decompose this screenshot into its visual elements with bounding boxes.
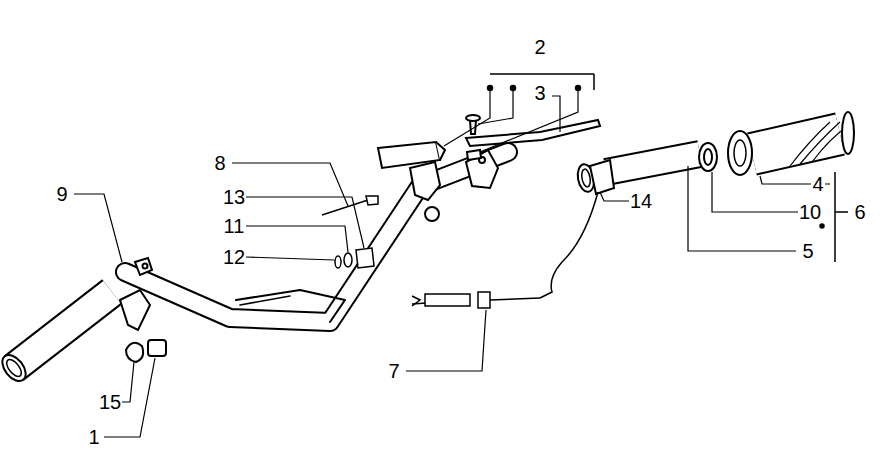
washer-nut [356, 248, 374, 268]
throttle-sleeve [606, 154, 700, 172]
throttle-cable [412, 292, 540, 308]
throttle-cable [540, 192, 598, 298]
right-grip [790, 122, 848, 166]
throttle-sleeve [576, 154, 700, 194]
left-switch-bracket [120, 258, 166, 362]
callout-number: 11 [223, 215, 246, 237]
leader-line [246, 226, 348, 252]
callout-number: 13 [222, 186, 246, 208]
leader-line [712, 172, 800, 212]
leader-line [444, 88, 490, 146]
right-grip [734, 140, 746, 166]
left-grip [0, 292, 112, 385]
brake-switch-cable [322, 196, 378, 215]
throttle-cable [425, 294, 470, 306]
brake-lever [467, 150, 481, 160]
leader-line [74, 88, 830, 437]
washer-nut [335, 256, 341, 268]
master-cylinder [436, 142, 445, 160]
callout-number: 15 [98, 391, 122, 413]
handlebar-tube [125, 152, 508, 322]
left-grip [14, 292, 112, 368]
handlebar-tube [125, 152, 508, 322]
brake-switch-cable [322, 200, 368, 215]
left-switch-bracket [126, 343, 143, 362]
callout-number: 9 [55, 183, 68, 205]
washer [704, 149, 712, 165]
left-switch-bracket [135, 258, 152, 275]
left-switch-bracket [120, 290, 150, 330]
right-grip [728, 131, 752, 175]
left-switch-bracket [143, 264, 148, 269]
callout-number: 3 [533, 82, 546, 104]
callout-number: 8 [213, 152, 226, 174]
left-grip [14, 292, 112, 368]
callout-number: 10 [798, 201, 822, 223]
leader-line [552, 96, 560, 132]
right-grip [842, 112, 854, 154]
master-cylinder [425, 207, 439, 221]
master-cylinder [410, 162, 440, 200]
throttle-cable [412, 296, 420, 306]
leader-line [232, 163, 348, 206]
callout-number: 12 [222, 246, 246, 268]
brake-lever [466, 115, 600, 160]
washer-nut [344, 253, 352, 267]
left-grip [4, 357, 24, 379]
throttle-sleeve [590, 160, 614, 194]
brake-lever [466, 115, 480, 121]
bracket [835, 172, 848, 262]
handlebar-tube [236, 290, 345, 322]
master-cylinder [378, 142, 498, 221]
callout-number: 6 [853, 201, 866, 223]
leader-line [600, 192, 630, 201]
leader-line [74, 194, 122, 262]
throttle-sleeve [580, 168, 591, 187]
callout-number: 1 [87, 426, 100, 448]
callout-number: 2 [533, 36, 546, 58]
handlebar-tube [125, 152, 508, 322]
left-switch-bracket [148, 340, 166, 356]
left-grip [0, 351, 30, 386]
callout-number: 5 [801, 240, 814, 262]
leader-line [246, 257, 334, 260]
leader-line [688, 166, 796, 251]
leader-line [480, 88, 578, 152]
bracket [820, 224, 824, 228]
callout-number: 7 [387, 360, 400, 382]
brake-lever [466, 120, 600, 146]
washer-nut [335, 248, 374, 268]
callout-number: 14 [629, 190, 653, 212]
leader-line [478, 88, 513, 124]
handlebar-tube [240, 296, 290, 305]
right-grip [728, 112, 854, 175]
callout-number: 4 [811, 173, 824, 195]
washer [699, 143, 717, 171]
washer [699, 143, 717, 171]
bracket [488, 74, 849, 262]
throttle-sleeve [606, 154, 700, 172]
leader-line [406, 310, 486, 371]
throttle-cable [412, 192, 598, 308]
master-cylinder [466, 150, 498, 188]
brake-switch-cable [366, 196, 378, 205]
